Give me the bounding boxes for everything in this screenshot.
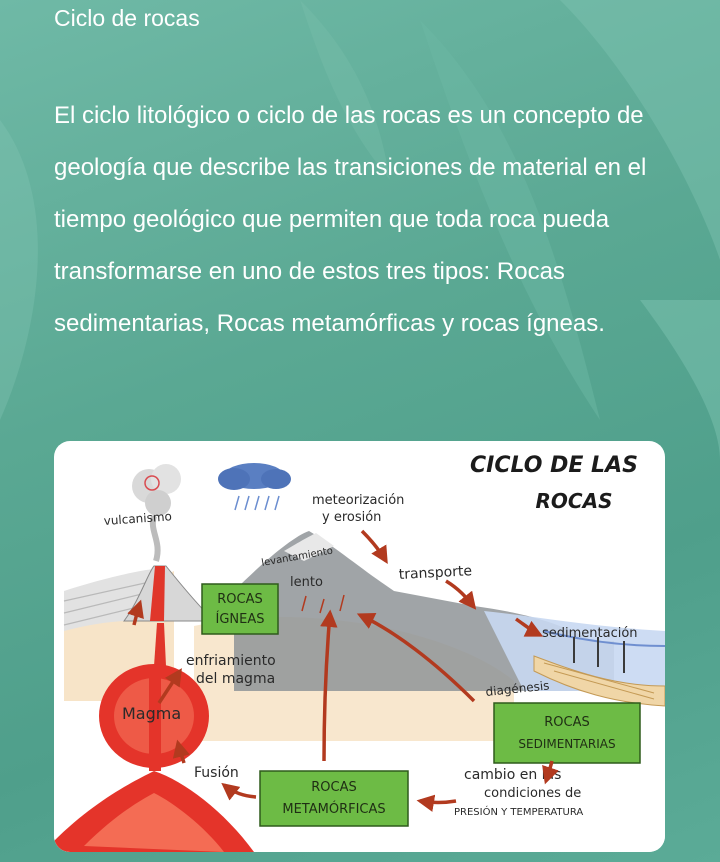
label-meteorizacion: meteorización (312, 493, 404, 508)
box-rocas-igneas (201, 583, 279, 635)
label-fusion: Fusión (194, 765, 239, 781)
article-paragraph: El ciclo litológico o ciclo de las rocas… (54, 102, 647, 337)
label-cambio-2: condiciones de (484, 786, 581, 801)
diagram-title-line2: ROCAS (536, 489, 613, 513)
box-metamorficas-line1: ROCAS (311, 780, 357, 795)
box-igneas-line2: ÍGNEAS (216, 611, 265, 627)
downward-sediment-arrows (573, 637, 625, 673)
label-cambio-3: PRESIÓN Y TEMPERATURA (454, 805, 583, 818)
label-sedimentacion: sedimentación (542, 626, 638, 641)
box-sedimentarias-line2: SEDIMENTARIAS (518, 737, 615, 751)
box-igneas-line1: ROCAS (217, 592, 263, 607)
box-sedimentarias-line1: ROCAS (544, 715, 590, 730)
cycle-arrows (127, 529, 559, 812)
diagram-title-line1: CICLO DE LAS (470, 453, 638, 478)
label-del-magma: del magma (196, 671, 275, 687)
label-enfriamiento: enfriamiento (186, 653, 276, 669)
label-erosion: y erosión (322, 510, 381, 525)
rock-cycle-diagram-card[interactable]: CICLO DE LAS ROCAS vulcanismo meteorizac… (54, 441, 665, 852)
uplift-arrows (301, 594, 345, 614)
page-title: Ciclo de rocas (54, 5, 200, 31)
label-vulcanismo: vulcanismo (103, 509, 172, 528)
label-magma: Magma (122, 704, 181, 723)
label-diagenesis: diagénesis (485, 678, 550, 699)
label-lento: lento (290, 575, 323, 590)
box-rocas-metamorficas (259, 770, 409, 827)
label-cambio-1: cambio en las (464, 767, 561, 783)
box-rocas-sedimentarias (493, 702, 641, 764)
box-metamorficas-line2: METAMÓRFICAS (282, 801, 385, 817)
rock-cycle-diagram: CICLO DE LAS ROCAS vulcanismo meteorizac… (54, 453, 665, 852)
label-transporte: transporte (398, 563, 472, 583)
